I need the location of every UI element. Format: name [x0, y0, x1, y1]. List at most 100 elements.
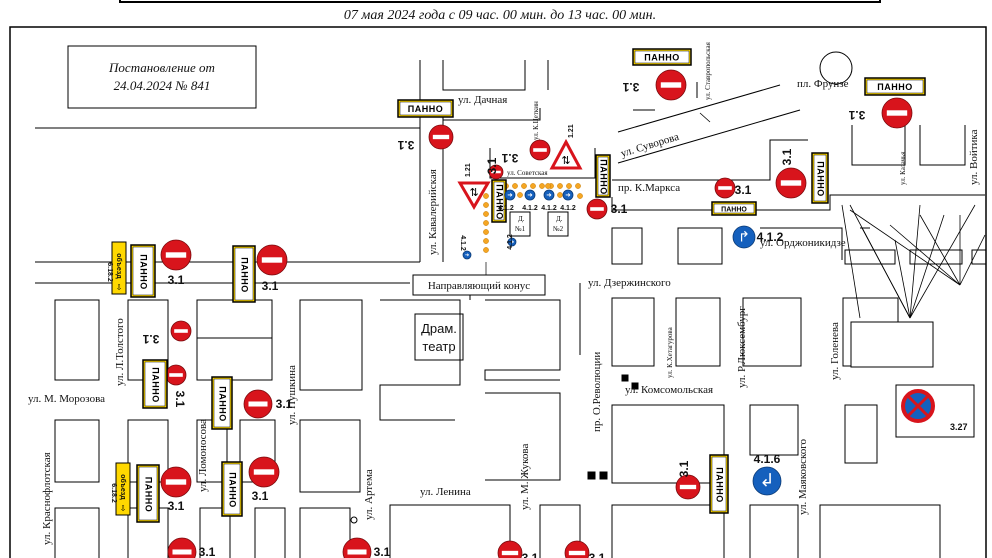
- cone-label-frame: [412, 274, 546, 296]
- mandatory-direction-sign: ➜4.1.2: [522, 189, 538, 212]
- traffic-cone: [483, 202, 489, 208]
- no-entry-sign: 3.1: [342, 537, 391, 558]
- no-entry-sign: 3.1: [564, 540, 606, 558]
- street-k-khetagurova: ул. К.Хетагурова: [666, 326, 674, 378]
- no-entry-bar: [780, 180, 802, 186]
- no-entry-bar: [590, 207, 604, 211]
- no-entry-bar: [679, 484, 697, 490]
- no-entry-code: 3.1: [622, 80, 639, 94]
- no-entry-icon: [167, 537, 197, 558]
- no-entry-sign: 3.1: [501, 139, 551, 165]
- triangle-warning-icon: [549, 138, 583, 170]
- mandatory-direction-sign: ↲4.1.6: [752, 452, 782, 496]
- no-entry-bar: [491, 170, 501, 174]
- blue-direction-icon: [524, 189, 536, 201]
- no-entry-bar: [533, 148, 547, 152]
- panel-inner: [711, 456, 727, 512]
- mandatory-direction-sign: ➜4.1.2: [560, 189, 576, 212]
- panel-label: ПАННО: [599, 159, 609, 194]
- panel-inner: [234, 247, 254, 301]
- no-entry-sign: 3.1: [248, 456, 280, 503]
- panel-inner: [223, 463, 241, 515]
- no-entry-sign: 3.1: [675, 460, 701, 500]
- decree-box: Постановление от 24.04.2024 № 841: [67, 45, 257, 109]
- detour-arrow-icon: ⇩: [120, 504, 127, 513]
- no-entry-sign: 3.1: [160, 239, 192, 287]
- panel-board: ПАННО: [491, 179, 507, 223]
- street-labels: ул. Дачная ул. К.Цеткин ул. Ставропольск…: [28, 41, 980, 545]
- direction-code: 4.1.2: [498, 205, 514, 212]
- panel-label: ПАННО: [877, 82, 912, 92]
- no-entry-bar: [172, 549, 192, 555]
- triangle-arrow-glyph: ⇅: [469, 185, 478, 198]
- traffic-cone: [483, 220, 489, 226]
- direction-arrow-icon: ↱: [738, 229, 750, 245]
- house-labels: Д. №1 Д. №2: [515, 215, 564, 233]
- street-artema: ул. Артема: [363, 469, 375, 520]
- no-entry-bar: [261, 257, 283, 263]
- no-entry-code: 3.1: [677, 460, 691, 477]
- direction-code: 4.1.2: [757, 230, 784, 244]
- no-entry-bar: [253, 469, 275, 475]
- no-entry-sign: 3.1: [497, 540, 539, 558]
- panel-label: ПАННО: [495, 184, 505, 219]
- triangle-arrow-glyph: ⇅: [561, 154, 570, 167]
- street-k-marksa: пр. К.Маркса: [618, 182, 680, 194]
- blue-direction-icon: [462, 250, 472, 260]
- header: 07 мая 2024 года с 09 час. 00 мин. до 13…: [119, 0, 881, 23]
- no-entry-code: 3.1: [485, 157, 499, 174]
- no-entry-sign: 3.1: [622, 69, 687, 101]
- panel-board: ПАННО: [811, 152, 829, 204]
- street-dzerzhinskogo: ул. Дзержинского: [588, 277, 671, 289]
- no-entry-sign: 3.1: [142, 320, 192, 346]
- blue-signs: ↱4.1.2↲4.1.6➜4.1.2➜4.1.2➜4.1.2➜4.1.2➜4.1…: [459, 189, 784, 496]
- traffic-cone: [483, 247, 489, 253]
- blue-direction-icon: [507, 237, 517, 247]
- no-entry-sign: 3.1: [243, 389, 293, 419]
- no-entry-code: 3.1: [501, 151, 518, 165]
- direction-arrow-icon: ➜: [507, 191, 512, 199]
- direction-code: 4.1.2: [560, 205, 576, 212]
- panel-label: ПАННО: [721, 206, 747, 213]
- no-entry-code: 3.1: [262, 279, 279, 293]
- panel-inner: [634, 50, 690, 64]
- detour-label: объезд: [119, 474, 127, 500]
- direction-code: 4.1.6: [754, 452, 781, 466]
- street-sovetskaya: ул. Советская: [507, 169, 548, 177]
- narrow-road-code-2: 1.21: [465, 163, 472, 177]
- panel-inner: [597, 156, 609, 196]
- street-frunze-square: пл. Фрунзе: [797, 78, 849, 90]
- street-kavaleriyskaya: ул. Кавалерийская: [427, 169, 439, 255]
- panel-label: ПАННО: [139, 254, 149, 289]
- traffic-cone: [521, 183, 527, 189]
- detour-icon: [115, 462, 131, 516]
- street-suvorova: ул. Суворова: [619, 131, 680, 160]
- detour-label: объезд: [115, 253, 123, 279]
- blue-direction-icon: [562, 189, 574, 201]
- panel-label: ПАННО: [715, 467, 725, 502]
- mandatory-direction-sign: ➜ 4.1.2: [498, 189, 516, 212]
- no-entry-code: 3.1: [397, 138, 414, 152]
- panel-inner: [399, 101, 452, 116]
- panel-inner: [493, 181, 505, 221]
- direction-code: 4.1.2: [522, 205, 538, 212]
- no-entry-code: 3.1: [168, 499, 185, 513]
- panel-label: ПАННО: [816, 161, 826, 196]
- panel-inner: [138, 466, 158, 521]
- blue-direction-icon: [543, 189, 555, 201]
- no-entry-bar: [660, 82, 682, 88]
- panel-label: ПАННО: [408, 104, 443, 114]
- house-1-num: №1: [515, 225, 526, 233]
- map-frame: [9, 26, 987, 558]
- traffic-cone: [530, 183, 536, 189]
- no-entry-code: 3.1: [780, 148, 794, 165]
- street-r-lyuksemburg: ул. Р.Люксембург: [736, 306, 748, 388]
- street-mayakovskogo: ул. Маяковского: [797, 438, 809, 515]
- traffic-cone: [483, 211, 489, 217]
- panel-board: ПАННО: [595, 154, 611, 198]
- no-entry-sign: 3.1: [167, 537, 216, 558]
- no-entry-bar: [174, 329, 188, 333]
